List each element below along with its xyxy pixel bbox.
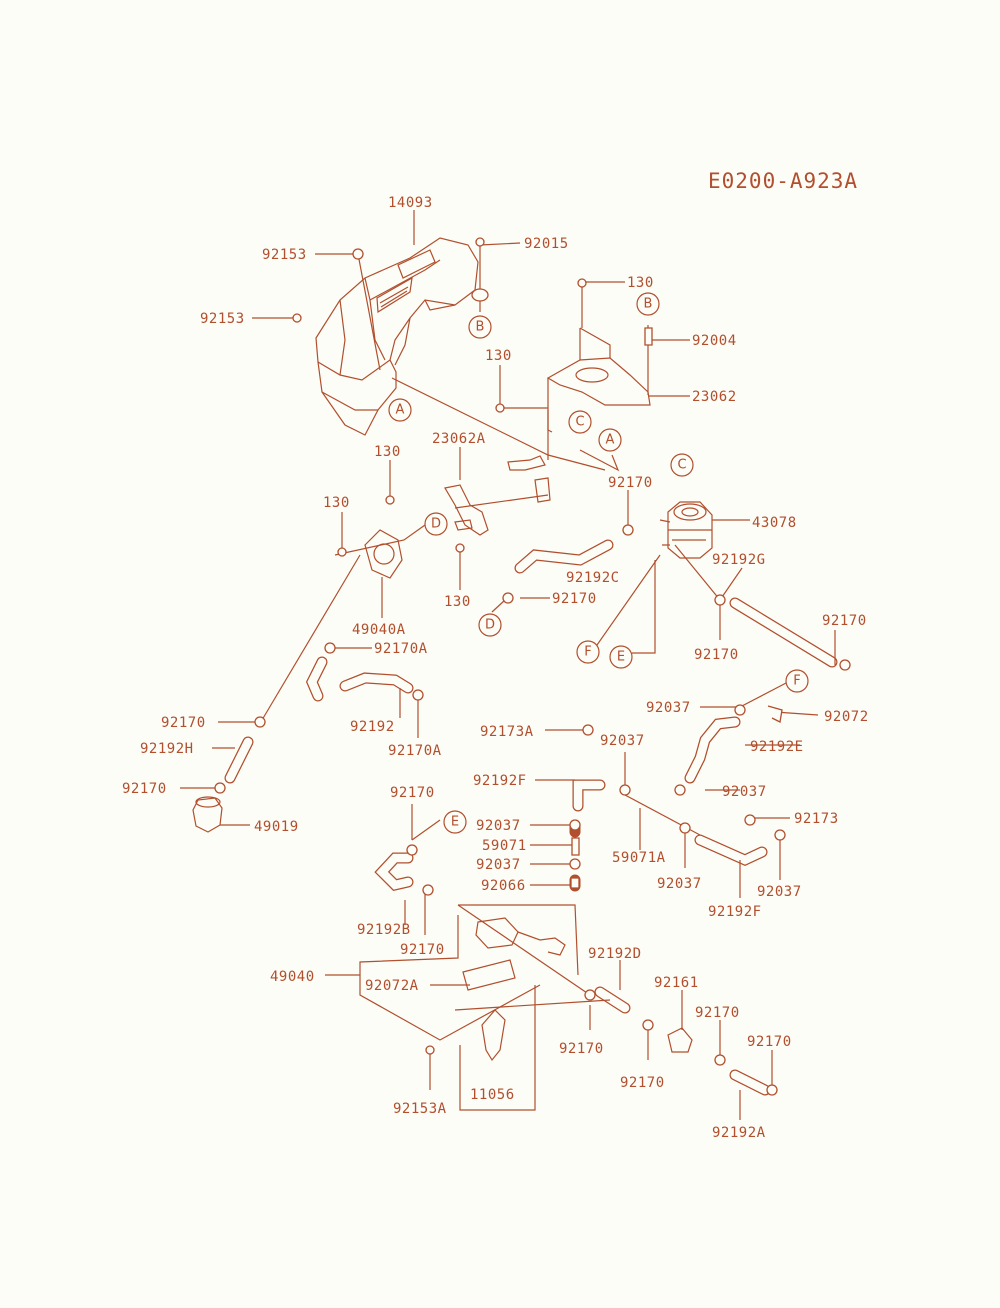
part-label-92037: 92037 — [600, 733, 645, 749]
part-label-92192: 92192 — [350, 719, 395, 735]
part-label-92170: 92170 — [695, 1005, 740, 1021]
connection-marker-F1: F — [576, 640, 600, 664]
part-label-49040: 49040 — [270, 969, 315, 985]
diagram-code: E0200-A923A — [708, 169, 858, 193]
part-label-43078: 43078 — [752, 515, 797, 531]
part-label-92170: 92170 — [620, 1075, 665, 1091]
part-label-92037: 92037 — [657, 876, 702, 892]
fuel-pump-49040 — [462, 917, 566, 1062]
hoses — [224, 539, 838, 1096]
svg-text:C: C — [575, 415, 584, 430]
part-label-92170: 92170 — [552, 591, 597, 607]
connection-marker-A2: A — [598, 428, 622, 452]
connection-marker-C2: C — [670, 453, 694, 477]
part-label-92170: 92170 — [559, 1041, 604, 1057]
fuel-filter-49019 — [192, 796, 223, 833]
fuel-filter-49040A — [364, 529, 403, 579]
part-label-130: 130 — [374, 444, 401, 460]
part-label-92015: 92015 — [524, 236, 569, 252]
part-label-92066: 92066 — [481, 878, 526, 894]
part-label-49019: 49019 — [254, 819, 299, 835]
part-label-92153A: 92153A — [393, 1101, 447, 1117]
part-label-92153: 92153 — [262, 247, 307, 263]
part-label-92037: 92037 — [722, 784, 767, 800]
part-label-23062A: 23062A — [432, 431, 486, 447]
connection-marker-E1: E — [609, 645, 633, 669]
part-label-130: 130 — [485, 348, 512, 364]
svg-text:F: F — [793, 674, 800, 689]
part-label-92173A: 92173A — [480, 724, 534, 740]
part-label-92192H: 92192H — [140, 741, 194, 757]
svg-text:B: B — [476, 320, 485, 335]
part-label-92170: 92170 — [822, 613, 867, 629]
connection-marker-D2: D — [478, 613, 502, 637]
part-label-11056: 11056 — [470, 1087, 515, 1103]
part-label-92170: 92170 — [694, 647, 739, 663]
part-label-92170: 92170 — [400, 942, 445, 958]
part-number-labels: 14093 92153 92015 92153 130 92004 130 23… — [122, 195, 869, 1141]
part-label-49040A: 49040A — [352, 622, 406, 638]
svg-text:A: A — [606, 433, 615, 448]
part-label-92170: 92170 — [390, 785, 435, 801]
part-label-14093: 14093 — [388, 195, 433, 211]
part-label-92192E: 92192E — [750, 739, 804, 755]
svg-text:C: C — [677, 458, 686, 473]
part-label-92170: 92170 — [122, 781, 167, 797]
part-label-92170A: 92170A — [388, 743, 442, 759]
leader-lines — [180, 210, 836, 1120]
part-label-130: 130 — [627, 275, 654, 291]
svg-text:E: E — [617, 650, 625, 665]
part-label-92037: 92037 — [476, 857, 521, 873]
connection-marker-B1: B — [468, 315, 492, 339]
svg-text:E: E — [451, 815, 459, 830]
part-label-92037: 92037 — [476, 818, 521, 834]
svg-text:D: D — [485, 618, 495, 633]
connection-marker-A1: A — [388, 398, 412, 422]
part-label-92170: 92170 — [161, 715, 206, 731]
part-label-59071A: 59071A — [612, 850, 666, 866]
part-label-92072: 92072 — [824, 709, 869, 725]
part-label-130: 130 — [323, 495, 350, 511]
svg-text:B: B — [644, 297, 653, 312]
part-label-130: 130 — [444, 594, 471, 610]
part-label-92004: 92004 — [692, 333, 737, 349]
part-label-92153: 92153 — [200, 311, 245, 327]
part-label-92173: 92173 — [794, 811, 839, 827]
fuel-pump-43078 — [659, 501, 713, 559]
svg-text:D: D — [431, 517, 441, 532]
connection-marker-B2: B — [636, 292, 660, 316]
svg-text:A: A — [396, 403, 405, 418]
connection-marker-D1: D — [424, 512, 448, 536]
part-label-92037: 92037 — [646, 700, 691, 716]
part-label-92170: 92170 — [608, 475, 653, 491]
part-label-59071: 59071 — [482, 838, 527, 854]
part-label-92170: 92170 — [747, 1034, 792, 1050]
bracket-23062A — [444, 410, 551, 536]
connection-marker-F2: F — [785, 669, 809, 693]
connection-marker-C1: C — [568, 410, 592, 434]
fasteners — [214, 237, 851, 1096]
part-label-92161: 92161 — [654, 975, 699, 991]
svg-text:F: F — [584, 645, 591, 660]
part-label-92192A: 92192A — [712, 1125, 766, 1141]
part-label-92192C: 92192C — [566, 570, 620, 586]
part-label-92192B: 92192B — [357, 922, 411, 938]
part-label-23062: 23062 — [692, 389, 737, 405]
part-label-92192F: 92192F — [708, 904, 762, 920]
part-label-92192F: 92192F — [473, 773, 527, 789]
part-label-92192G: 92192G — [712, 552, 766, 568]
connection-marker-E2: E — [443, 810, 467, 834]
fuel-tank-14093 — [315, 237, 479, 436]
part-label-92037: 92037 — [757, 884, 802, 900]
part-label-92072A: 92072A — [365, 978, 419, 994]
part-label-92192D: 92192D — [588, 946, 642, 962]
part-label-92170A: 92170A — [374, 641, 428, 657]
heat-shield-23062 — [546, 327, 651, 433]
